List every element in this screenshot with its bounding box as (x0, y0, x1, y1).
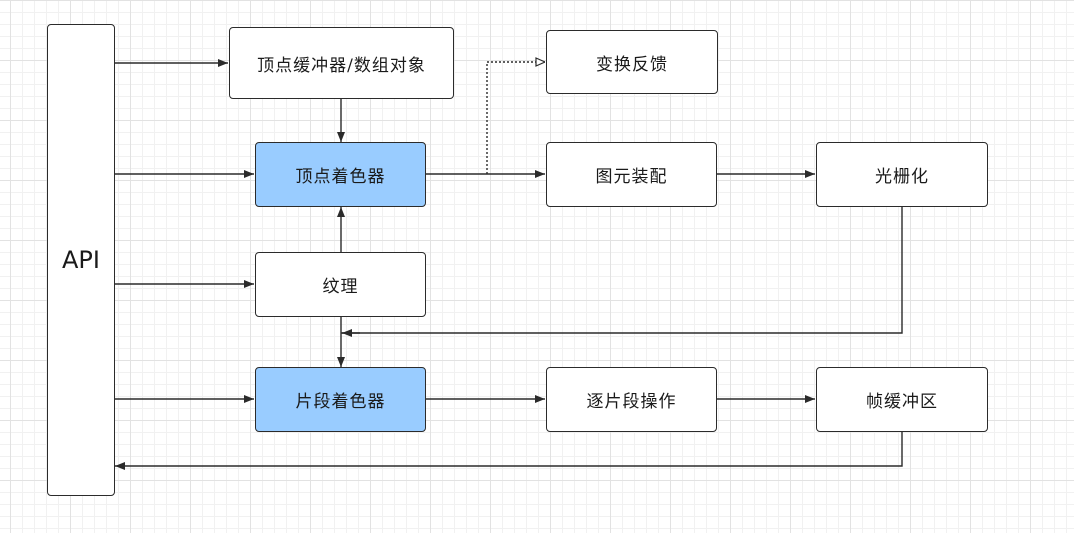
fragment-shader-node: 片段着色器 (255, 367, 426, 432)
texture-node: 纹理 (255, 252, 426, 317)
transform-feedback-node: 变换反馈 (546, 30, 718, 94)
edge-framebuffer-to-api (115, 431, 903, 470)
api-node: API (47, 24, 115, 496)
per-fragment-operations-node: 逐片段操作 (546, 367, 717, 432)
vertex-shader-node: 顶点着色器 (255, 142, 426, 207)
primitive-assembly-node: 图元装配 (546, 142, 717, 207)
rasterization-node: 光栅化 (816, 142, 988, 207)
vertex-buffer-node: 顶点缓冲器/数组对象 (229, 27, 454, 99)
framebuffer-node: 帧缓冲区 (816, 367, 988, 432)
edge-rasterization-to-fragment-shader (341, 207, 903, 334)
edge-vertex-shader-to-transform-feedback (486, 62, 545, 174)
